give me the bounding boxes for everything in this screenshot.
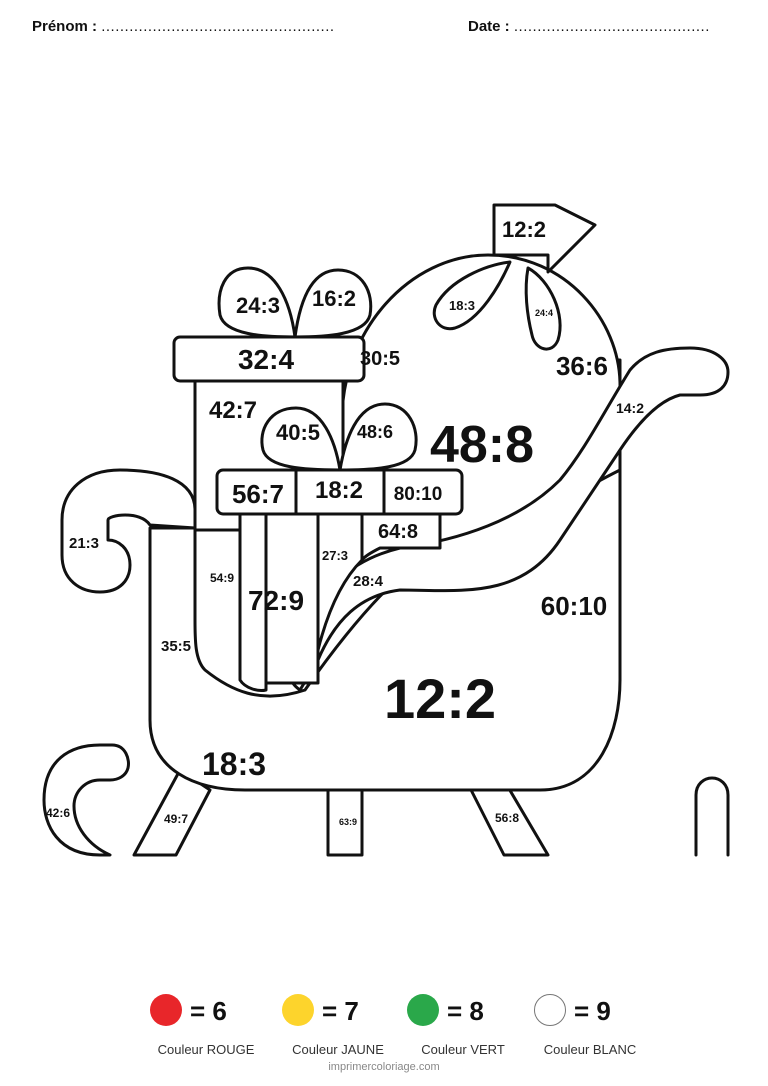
label-seat-back: 28:4 xyxy=(353,573,384,590)
ribbon-left-region[interactable] xyxy=(238,511,268,692)
legend-value: = 6 xyxy=(190,996,227,1026)
sack-bow-right-region[interactable] xyxy=(524,266,562,351)
name-label: Prénom : xyxy=(32,18,98,35)
label-gift2-bow-right: 48:6 xyxy=(357,422,393,442)
red-circle-icon xyxy=(150,994,182,1026)
label-sack-top-right: 36:6 xyxy=(556,351,608,381)
date-dots: ........................................… xyxy=(513,18,710,35)
ski-curl-region[interactable] xyxy=(42,743,130,857)
label-ribbon-left: 54:9 xyxy=(210,571,234,585)
label-sleigh-left-curl: 21:3 xyxy=(69,535,99,552)
label-gift2-lid-mid: 18:2 xyxy=(315,477,363,504)
label-gift1-bow-left: 24:3 xyxy=(236,293,280,318)
sack-bow-left-region[interactable] xyxy=(432,260,512,331)
label-gift2-lid-right: 80:10 xyxy=(394,484,443,505)
site-footer: imprimercoloriage.com xyxy=(328,1061,440,1073)
label-sleigh-bottom: 18:3 xyxy=(202,746,266,782)
label-sack-center: 48:8 xyxy=(430,416,534,474)
flag-region[interactable] xyxy=(492,203,597,274)
color-legend: = 6 Couleur ROUGE = 7 Couleur JAUNE = 8 … xyxy=(0,990,768,1060)
label-leg-1: 49:7 xyxy=(164,812,188,826)
label-flag: 12:2 xyxy=(502,217,546,242)
label-sack-lower-right: 60:10 xyxy=(541,591,608,621)
label-sleigh-body: 12:2 xyxy=(384,667,496,730)
yellow-circle-icon xyxy=(282,994,314,1026)
legend-caption: Couleur ROUGE xyxy=(157,1042,255,1057)
label-ribbon-center: 72:9 xyxy=(248,585,304,616)
label-sack-left: 30:5 xyxy=(360,348,400,370)
label-gift2-lid-left: 56:7 xyxy=(232,479,284,509)
legend-caption: Couleur VERT xyxy=(421,1042,505,1057)
legend-caption: Couleur JAUNE xyxy=(292,1042,384,1057)
label-runner-front: 14:2 xyxy=(616,400,644,416)
label-gift2-box: 64:8 xyxy=(378,521,418,543)
back-curl-region[interactable] xyxy=(694,776,730,857)
label-leg-3: 56:8 xyxy=(495,811,519,825)
label-ski-curl: 42:6 xyxy=(46,806,70,820)
label-sack-bow-left: 18:3 xyxy=(449,298,475,313)
label-gift1-box: 42:7 xyxy=(209,397,257,424)
label-gift1-bow-right: 16:2 xyxy=(312,286,356,311)
date-label: Date : xyxy=(468,18,510,35)
label-gift2-bow-left: 40:5 xyxy=(276,420,320,445)
gift2-bow-left-region[interactable] xyxy=(260,406,342,472)
gift1-bow-right-region[interactable] xyxy=(293,268,373,339)
green-circle-icon xyxy=(407,994,439,1026)
white-circle-icon xyxy=(534,994,566,1026)
gift2-bow-right-region[interactable] xyxy=(338,402,418,472)
label-leg-2: 63:9 xyxy=(339,817,357,827)
ribbon-center-region[interactable] xyxy=(264,511,320,685)
gift2-box-region[interactable] xyxy=(360,511,442,562)
header: Prénom : ...............................… xyxy=(0,18,768,42)
label-sleigh-left-inner: 35:5 xyxy=(161,638,191,655)
legend-value: = 7 xyxy=(322,996,359,1026)
name-dots: ........................................… xyxy=(101,18,335,35)
name-field[interactable]: Prénom : ...............................… xyxy=(32,18,335,35)
gift1-bow-left-region[interactable] xyxy=(217,266,297,339)
runner-front-region[interactable] xyxy=(286,346,730,692)
date-field[interactable]: Date : .................................… xyxy=(468,18,710,35)
label-gift1-lid: 32:4 xyxy=(238,344,294,375)
label-ribbon-right: 27:3 xyxy=(322,548,348,563)
legend-value: = 9 xyxy=(574,996,611,1026)
legend-caption: Couleur BLANC xyxy=(543,1042,637,1057)
legend-value: = 8 xyxy=(447,996,484,1026)
label-sack-bow-right: 24:4 xyxy=(535,308,553,318)
sleigh-left-curl-region[interactable] xyxy=(60,468,197,594)
